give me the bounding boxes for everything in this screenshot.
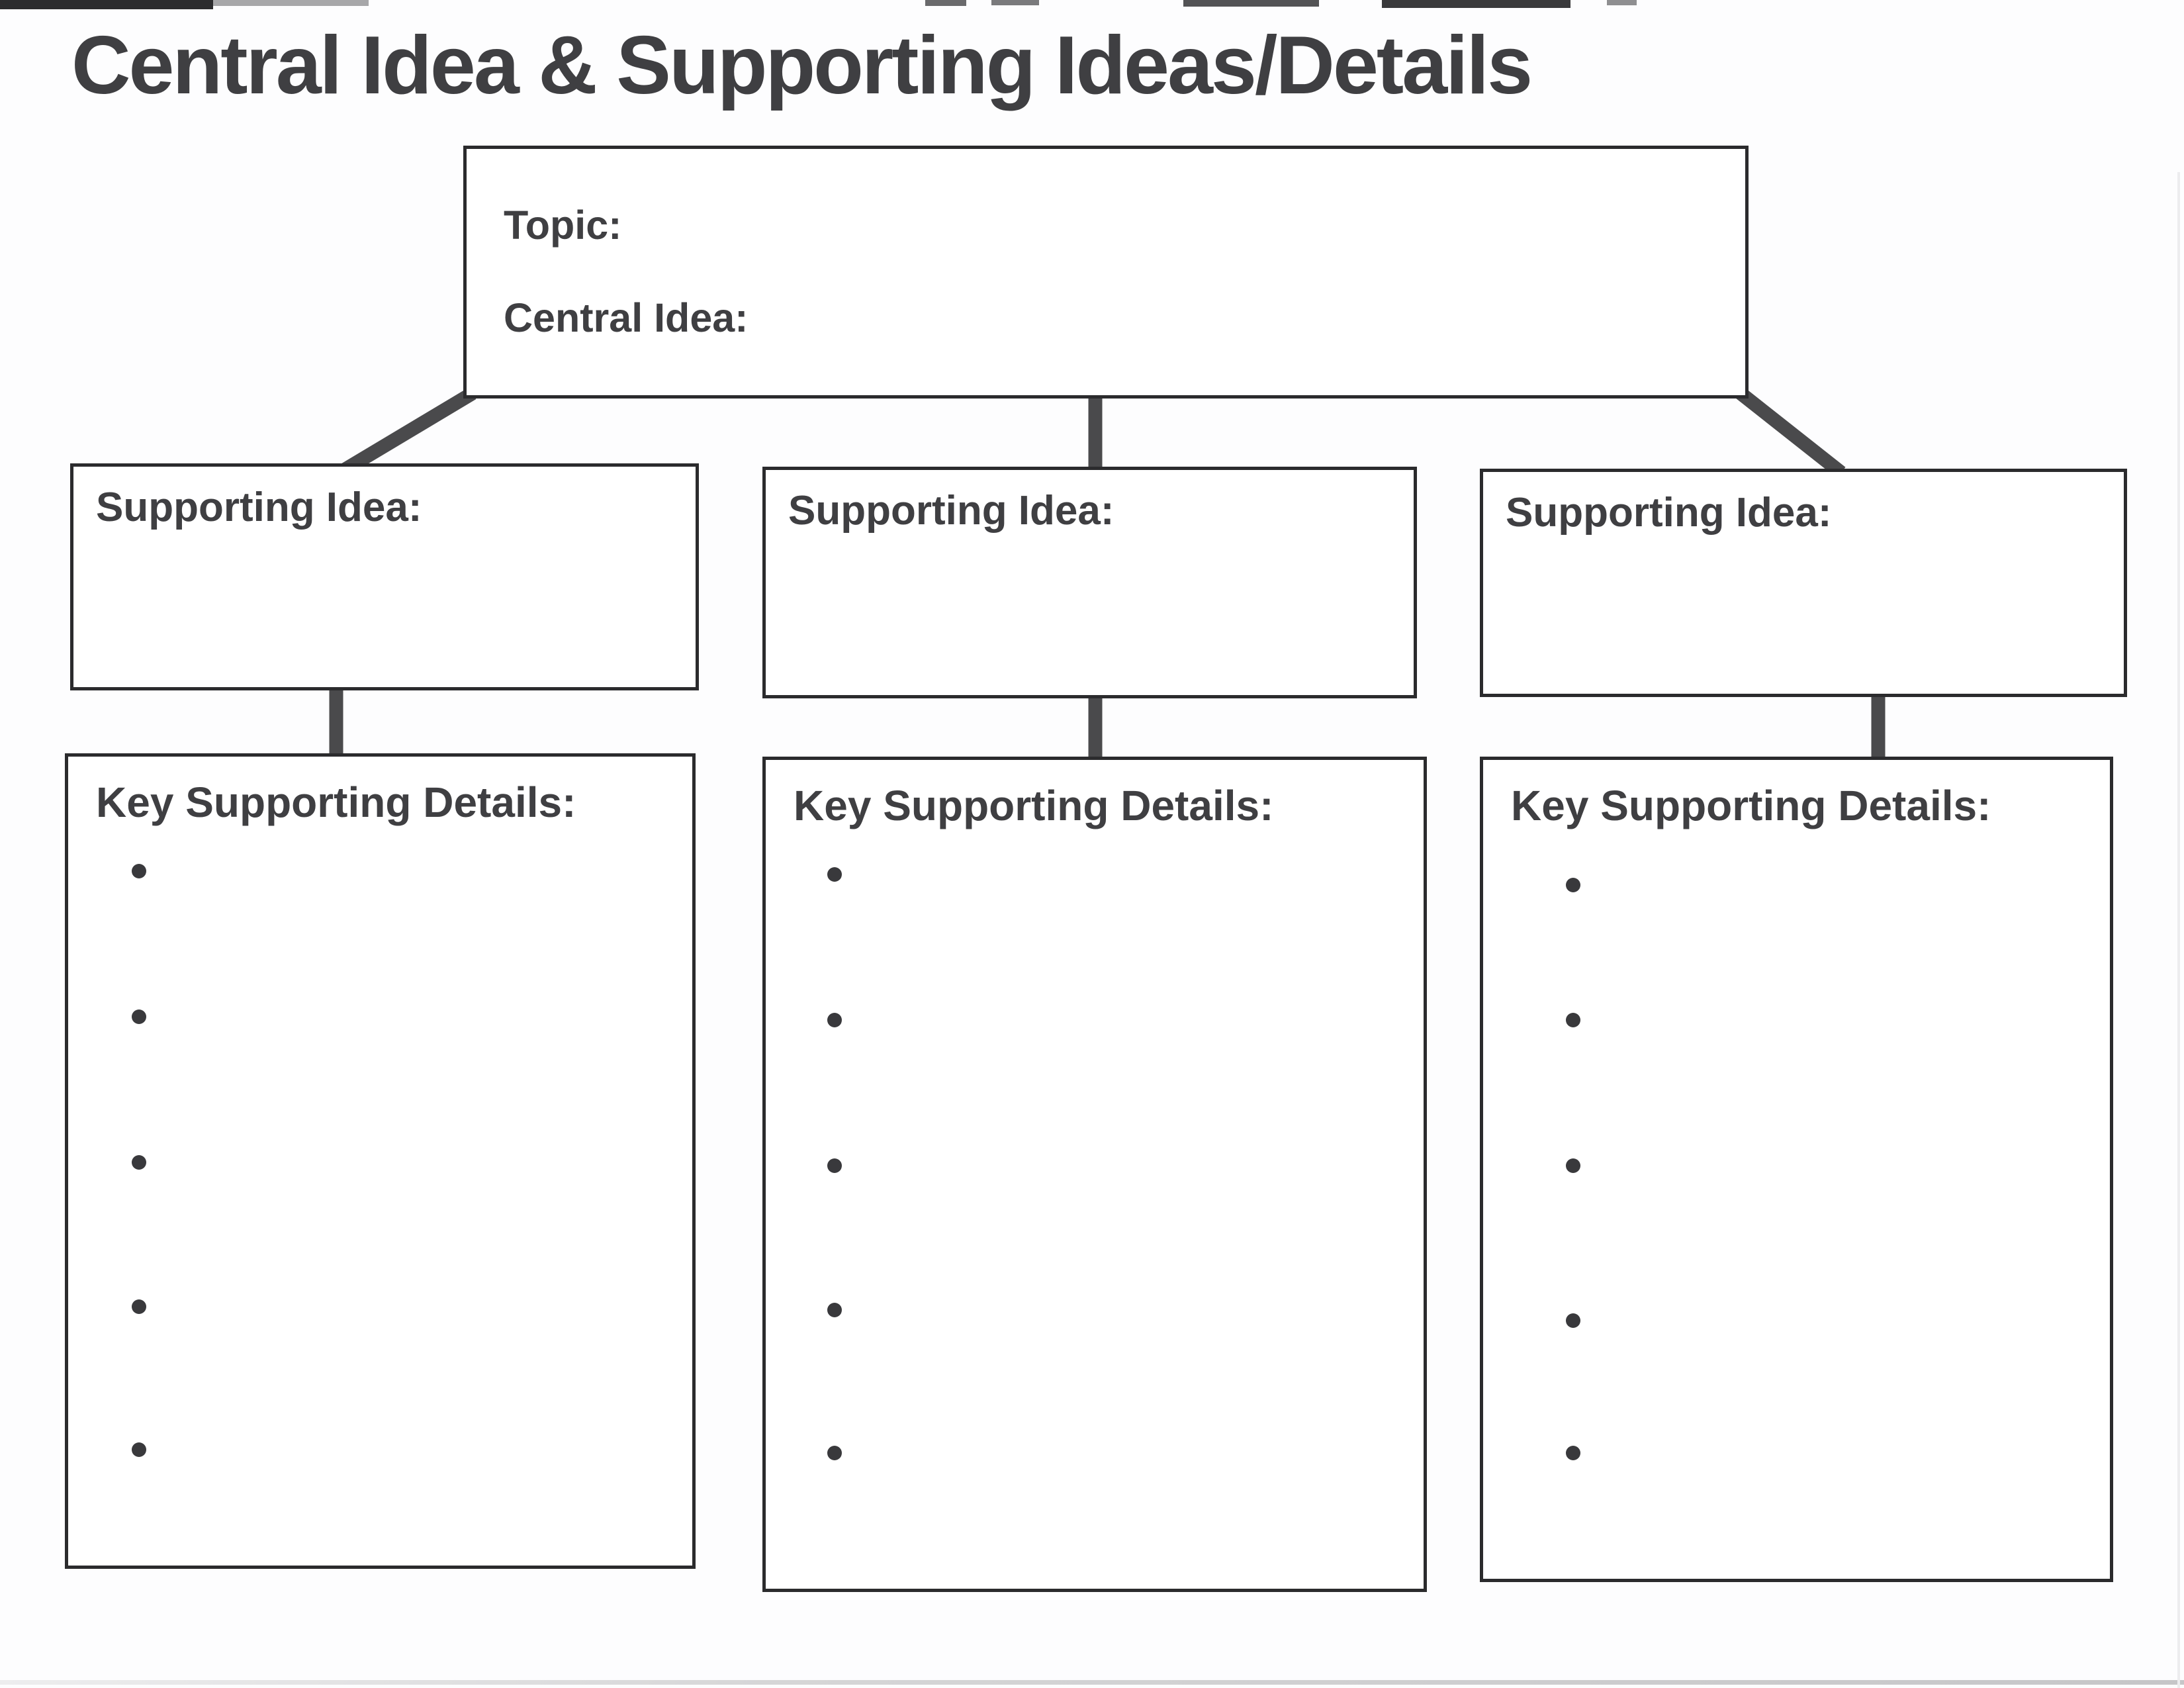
central-idea-label: Central Idea: (504, 295, 749, 340)
bullet-dot (827, 1303, 842, 1317)
bullet-dot (827, 867, 842, 882)
supporting-idea-label: Supporting Idea: (788, 488, 1115, 534)
topic-label: Topic: (504, 203, 622, 248)
connector-line-left-diagonal (340, 387, 477, 477)
supporting-idea-box-2: Supporting Idea: (762, 467, 1417, 698)
supporting-idea-label: Supporting Idea: (1506, 490, 1832, 536)
scan-artifact-top-left-fade (213, 0, 369, 6)
key-details-box-2: Key Supporting Details: (762, 757, 1427, 1592)
bullet-dot (132, 1155, 146, 1170)
key-details-label: Key Supporting Details: (96, 778, 576, 826)
bullet-dot (132, 864, 146, 878)
supporting-idea-box-3: Supporting Idea: (1480, 469, 2127, 697)
connector-line-right-diagonal (1736, 387, 1846, 479)
scan-artifact-top-mid-5 (1607, 0, 1637, 5)
bullet-dot (132, 1442, 146, 1457)
scan-artifact-top-mid-4 (1382, 0, 1570, 8)
supporting-idea-box-1: Supporting Idea: (70, 463, 699, 690)
bullet-dot (1566, 1013, 1580, 1027)
bullet-dot (1566, 1313, 1580, 1328)
bullet-dot (827, 1158, 842, 1173)
bullet-dot (827, 1446, 842, 1460)
bullet-dot (132, 1299, 146, 1314)
bullet-dot (132, 1009, 146, 1024)
bullet-dot (1566, 878, 1580, 892)
scan-artifact-top-mid-2 (991, 0, 1039, 5)
key-details-box-1: Key Supporting Details: (65, 753, 696, 1569)
page-title: Central Idea & Supporting Ideas/Details (71, 20, 1533, 111)
central-idea-box: Topic: Central Idea: (463, 146, 1749, 399)
scan-artifact-top-mid-1 (925, 0, 966, 6)
bullet-dot (1566, 1158, 1580, 1173)
scan-artifact-right-edge (2177, 172, 2180, 1688)
key-details-box-3: Key Supporting Details: (1480, 757, 2113, 1582)
bullet-dot (1566, 1446, 1580, 1460)
bullet-dot (827, 1013, 842, 1027)
key-details-label: Key Supporting Details: (1511, 782, 1991, 829)
scan-artifact-top-left (0, 0, 213, 9)
supporting-idea-label: Supporting Idea: (96, 485, 422, 530)
scan-artifact-bottom-edge (0, 1680, 2184, 1685)
key-details-label: Key Supporting Details: (794, 782, 1274, 829)
scan-artifact-top-mid-3 (1183, 0, 1319, 7)
